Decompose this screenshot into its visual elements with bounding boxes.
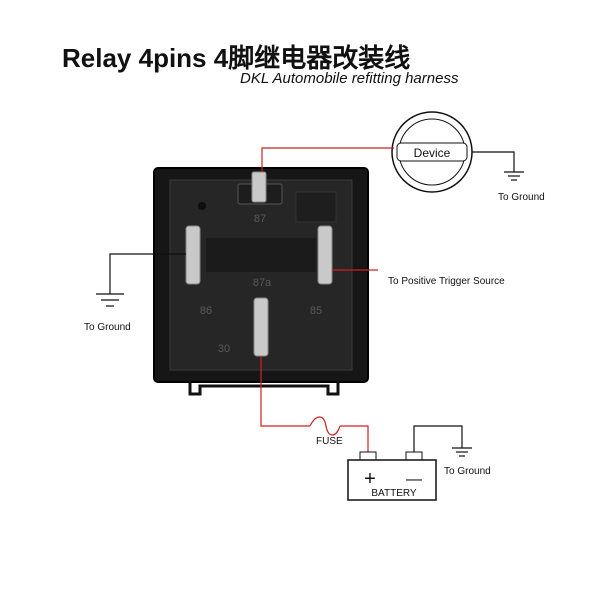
relay-top-notch bbox=[295, 191, 337, 223]
wire-device-to-ground bbox=[472, 151, 515, 172]
fuse-label: FUSE bbox=[316, 436, 343, 447]
pin-85-terminal bbox=[317, 225, 333, 285]
page-title: Relay 4pins 4脚继电器改装线 bbox=[62, 43, 411, 73]
pin-87a-terminal bbox=[253, 297, 269, 357]
fuse-symbol bbox=[309, 416, 341, 436]
pin-label-85: 85 bbox=[310, 305, 322, 317]
device-group: Device bbox=[391, 111, 473, 193]
wires-red bbox=[260, 147, 394, 454]
wire-87-to-device bbox=[261, 147, 394, 172]
pin-label-86: 86 bbox=[200, 305, 212, 317]
battery-minus-sign: — bbox=[406, 471, 422, 488]
battery-group: + — BATTERY bbox=[347, 451, 437, 501]
wire-battery-to-ground bbox=[413, 425, 463, 454]
ground-symbol-left bbox=[96, 293, 124, 307]
device-label: Device bbox=[414, 146, 451, 160]
battery-plus-sign: + bbox=[364, 468, 376, 490]
pin-label-87: 87 bbox=[254, 213, 266, 225]
relay-inner-block bbox=[206, 238, 316, 272]
wire-86-to-ground bbox=[109, 253, 186, 294]
ground-label-left: To Ground bbox=[84, 322, 131, 333]
wire-87a-to-fuse bbox=[260, 356, 310, 427]
battery-body bbox=[347, 459, 437, 501]
pin-86-terminal bbox=[185, 225, 201, 285]
ground-label-battery: To Ground bbox=[444, 466, 491, 477]
battery-label: BATTERY bbox=[371, 488, 417, 499]
device-label-box bbox=[396, 142, 468, 162]
ground-symbol-device bbox=[504, 171, 524, 181]
ground-label-device: To Ground bbox=[498, 192, 545, 203]
pin-label-87a: 87a bbox=[253, 277, 272, 289]
battery-terminal-positive bbox=[359, 451, 377, 461]
ground-symbol-battery bbox=[452, 447, 472, 457]
pin-87-terminal bbox=[237, 171, 283, 205]
trigger-label: To Positive Trigger Source bbox=[388, 276, 505, 287]
page-subtitle: DKL Automobile refitting harness bbox=[240, 70, 459, 87]
relay-bracket bbox=[188, 380, 340, 396]
relay-mount-hole bbox=[198, 202, 206, 210]
wires-black bbox=[109, 151, 515, 454]
battery-terminal-negative bbox=[405, 451, 423, 461]
pin-label-30: 30 bbox=[218, 343, 230, 355]
wire-fuse-to-battery bbox=[340, 425, 369, 454]
